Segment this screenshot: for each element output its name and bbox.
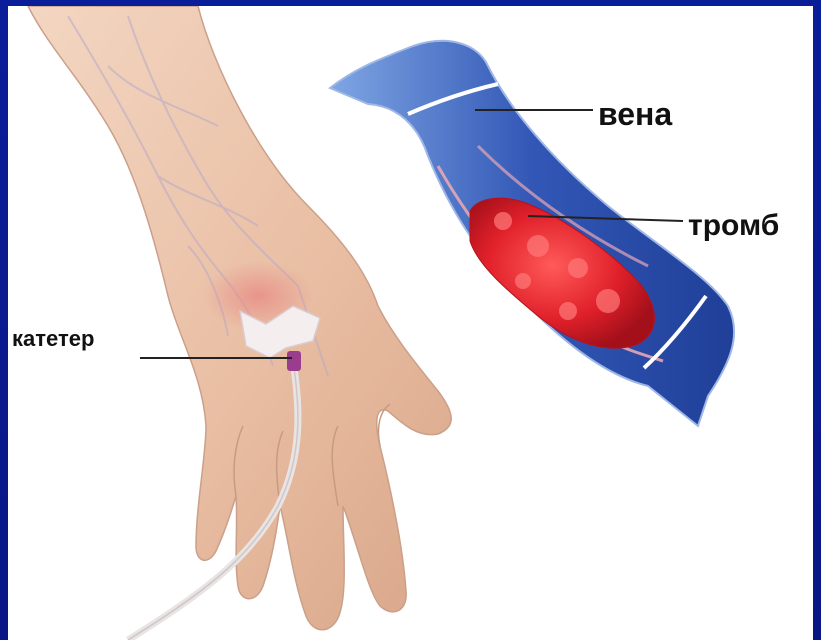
illustration-art bbox=[8, 6, 813, 640]
vein-label: вена bbox=[598, 98, 672, 130]
illustration-panel: вена тромб катетер bbox=[8, 6, 813, 640]
catheter-label: катетер bbox=[12, 328, 94, 350]
clot-label: тромб bbox=[688, 211, 779, 241]
catheter-hub bbox=[287, 351, 301, 371]
